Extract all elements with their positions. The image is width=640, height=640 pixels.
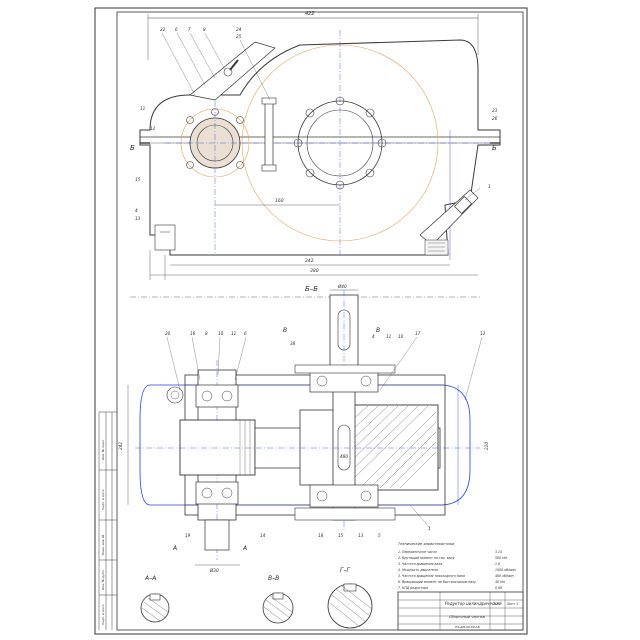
bearing-left-bottom	[195, 481, 239, 505]
s-callout-15b: 15	[338, 533, 344, 538]
title-block: Редуктор цилиндрический Сборочный чертеж…	[397, 591, 524, 631]
callout-7: 7	[188, 27, 191, 32]
dim-height: 380	[310, 268, 319, 274]
callout-6: 6	[175, 27, 178, 32]
callout-4: 4	[135, 208, 138, 213]
s-callout-4: 4	[372, 334, 375, 339]
side-stamp-4: Инв. № дубл.	[101, 569, 105, 590]
section-gg: Г–Г	[327, 567, 373, 629]
tech-val-6: 40 Нм	[495, 580, 505, 584]
callout-12: 12	[150, 126, 156, 131]
section-vv-title: В–В	[268, 575, 279, 582]
section-aa: А–А	[140, 575, 170, 623]
side-stamp-2: Подп. и дата	[101, 489, 105, 510]
s-callout-13b: 13	[358, 533, 364, 538]
title-block-doc: ПЗ.ДМ.00.00.СБ	[455, 625, 480, 629]
s-callout-19: 19	[185, 533, 191, 538]
mark-a-right: А	[242, 545, 247, 552]
dim-bottom-len: 342	[305, 258, 314, 264]
mark-v-right: В	[376, 327, 380, 334]
gear-hatch	[351, 405, 437, 489]
inner-border	[116, 11, 524, 631]
section-callouts: 20 16 8 10 11 6 17 38 4 11 10 12 19 14 1…	[165, 331, 486, 538]
callout-11: 11	[140, 106, 146, 111]
tech-val-1: 3,15	[495, 550, 502, 554]
s-callout-11: 11	[231, 331, 237, 336]
tech-req-6: 6. Вращающий момент на быстроходном валу	[398, 580, 476, 584]
section-bb-title: Б–Б	[305, 285, 318, 293]
s-callout-1: 1	[428, 526, 431, 531]
dim-shaft-len: 480	[340, 454, 348, 459]
callout-15: 15	[135, 177, 141, 182]
s-callout-10b: 10	[398, 334, 404, 339]
s-callout-20: 20	[165, 331, 171, 336]
tech-val-3: 1,6	[495, 562, 500, 566]
title-block-title: Редуктор цилиндрический	[445, 601, 502, 606]
sheet-border	[94, 7, 528, 635]
tech-req-7: 7. КПД редуктора	[398, 586, 428, 590]
front-callouts: 22 6 7 8 24 25 11 12 23 26 15 4 13 1	[135, 27, 498, 221]
s-callout-6: 6	[244, 331, 247, 336]
s-callout-8: 8	[205, 331, 208, 336]
dim-center-dist: 160	[275, 198, 284, 204]
callout-26: 26	[492, 116, 498, 121]
tech-req-2: 2. Крутящий момент на тих. валу	[398, 556, 455, 560]
s-callout-11b: 11	[386, 334, 392, 339]
s-callout-10: 10	[218, 331, 224, 336]
s-callout-38: 38	[290, 341, 296, 346]
s-callout-18: 18	[318, 533, 324, 538]
mark-b-left: Б	[130, 144, 135, 152]
tech-req-3: 3. Частота вращения вала	[398, 562, 442, 566]
mark-v-left: В	[283, 327, 287, 334]
mark-b-right: Б	[492, 144, 497, 152]
callout-8: 8	[203, 27, 206, 32]
front-view: 4 22	[130, 11, 501, 280]
tech-req-5: 5. Частота вращения тихоходного вала	[398, 574, 465, 578]
s-callout-16: 16	[190, 331, 196, 336]
tech-val-7: 0,98	[495, 586, 502, 590]
s-callout-5: 5	[378, 533, 381, 538]
s-callout-12: 12	[480, 331, 486, 336]
section-vv: В–В	[262, 575, 294, 624]
section-aa-title: А–А	[144, 575, 156, 582]
title-block-scale: 1:2	[493, 602, 498, 606]
tech-val-4: 1500 об/мин	[495, 568, 516, 572]
section-gg-title: Г–Г	[340, 567, 350, 574]
callout-23: 23	[492, 108, 498, 113]
side-stamp-5: Подп. и дата	[101, 604, 105, 625]
callout-24: 24	[236, 27, 242, 32]
tech-req-1: 1. Передаточное число	[398, 550, 437, 554]
tech-req-4: 4. Мощность двигателя	[398, 568, 438, 572]
callout-22: 22	[160, 27, 166, 32]
mark-a-left: А	[172, 545, 177, 552]
s-callout-17: 17	[415, 331, 421, 336]
dim-d-in: Ø30	[209, 568, 219, 573]
section-bb-view: Б–Б Ø40	[118, 284, 489, 573]
title-block-sheet: Лист 1	[506, 602, 518, 606]
dim-side: 220	[484, 442, 489, 450]
bearing-left-top	[195, 384, 239, 408]
side-stamp: Инв. № подл. Подп. и дата Взам. инв. № И…	[98, 411, 117, 630]
dim-d-out: Ø40	[337, 284, 347, 289]
title-block-subtitle: Сборочный чертеж	[449, 615, 486, 619]
side-stamp-1: Инв. № подл.	[101, 439, 105, 460]
tech-val-2: 500 Нм	[495, 556, 507, 560]
callout-1: 1	[488, 184, 491, 189]
tech-requirements: Технические характеристики 1. Передаточн…	[398, 542, 516, 590]
tech-val-5: 480 об/мин	[495, 574, 514, 578]
bearing-right-bottom	[309, 484, 379, 508]
tech-req-title: Технические характеристики	[398, 542, 455, 546]
dim-overall-len: 422	[305, 11, 315, 17]
side-stamp-3: Взам. инв. №	[101, 535, 105, 555]
callout-25: 25	[236, 34, 242, 39]
callout-13: 13	[135, 216, 141, 221]
dim-width-body: 242	[118, 442, 123, 450]
s-callout-14: 14	[260, 533, 266, 538]
